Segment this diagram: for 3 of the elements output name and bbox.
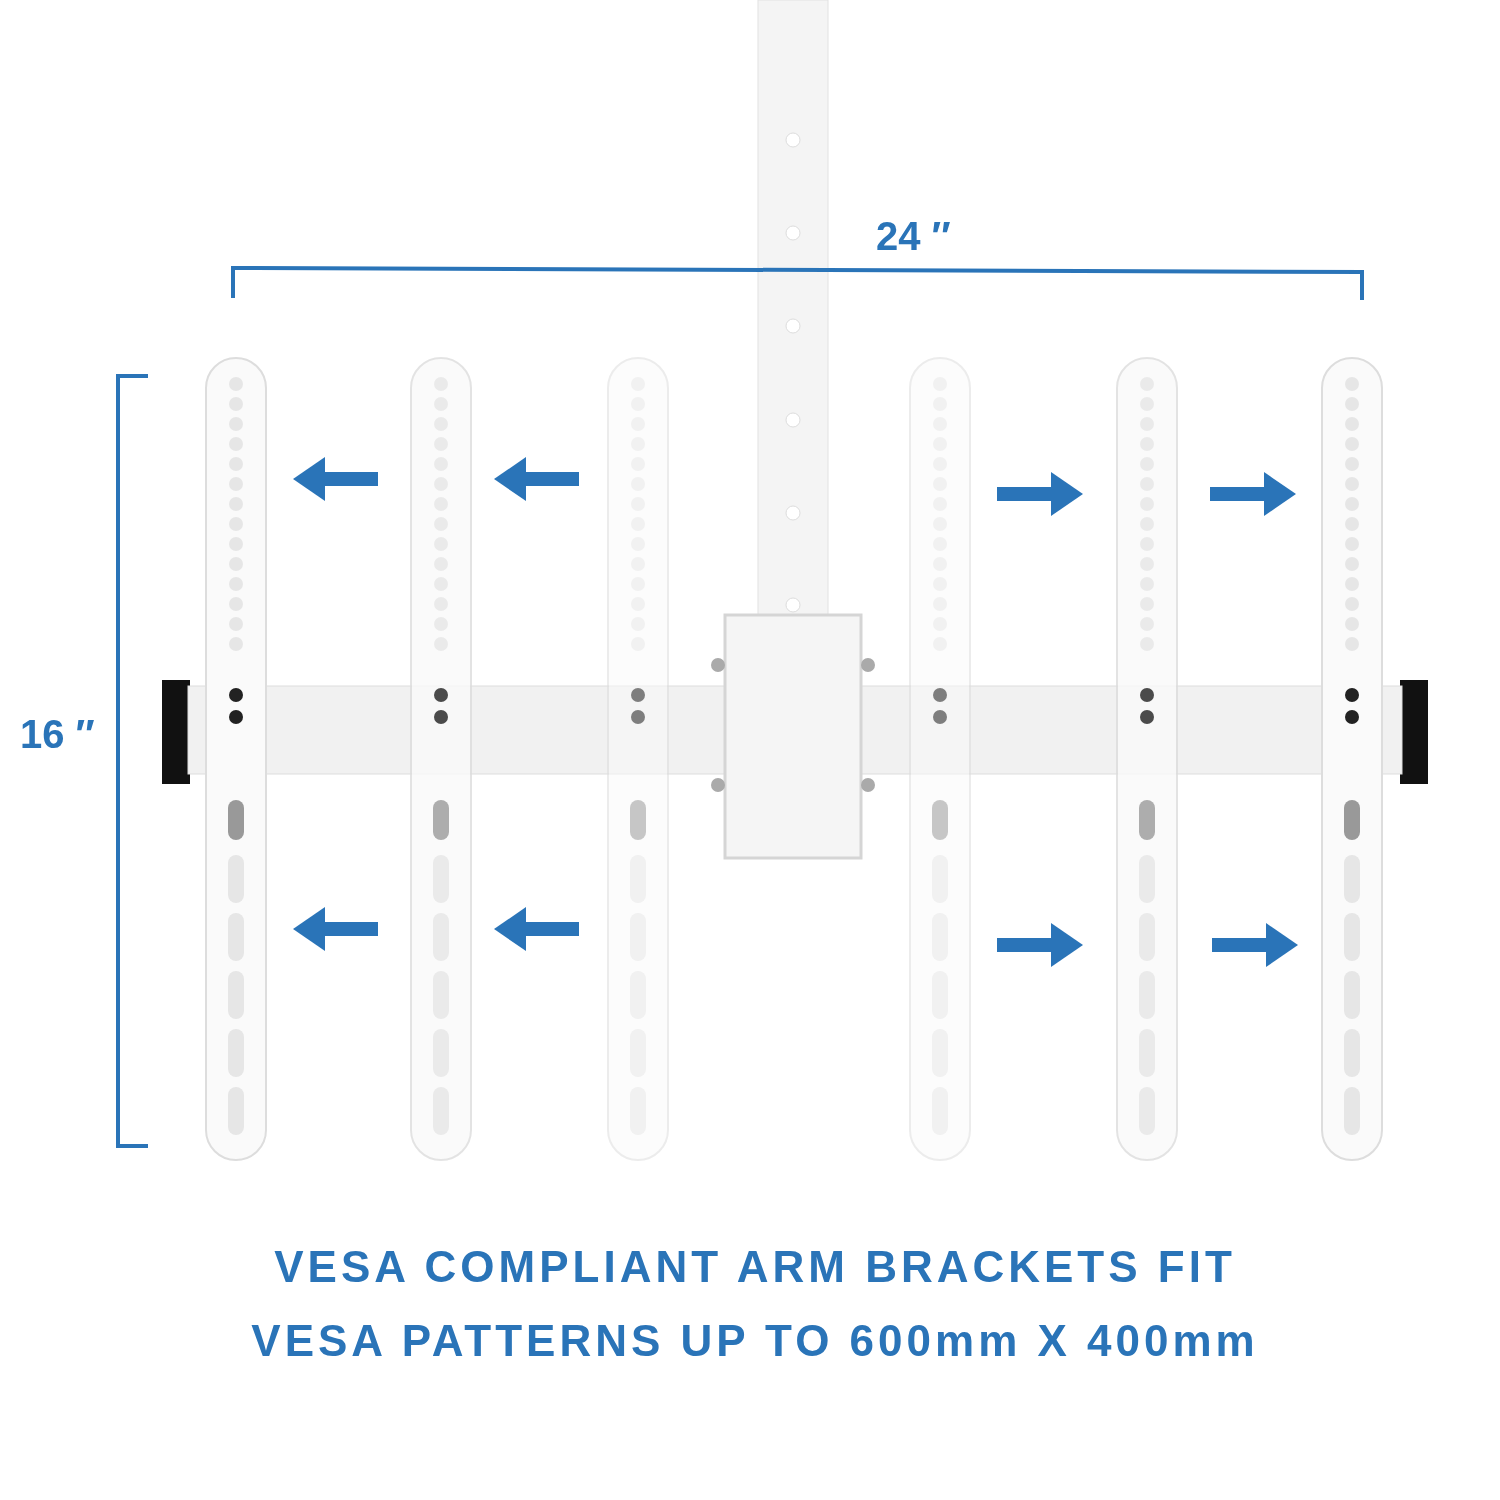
caption: VESA COMPLIANT ARM BRACKETS FIT VESA PATTERNS UP TO 600mm X 400mm: [250, 1241, 1260, 1367]
dimension-label: 24 ″: [876, 214, 951, 259]
dimension-label: 16 ″: [20, 712, 95, 757]
